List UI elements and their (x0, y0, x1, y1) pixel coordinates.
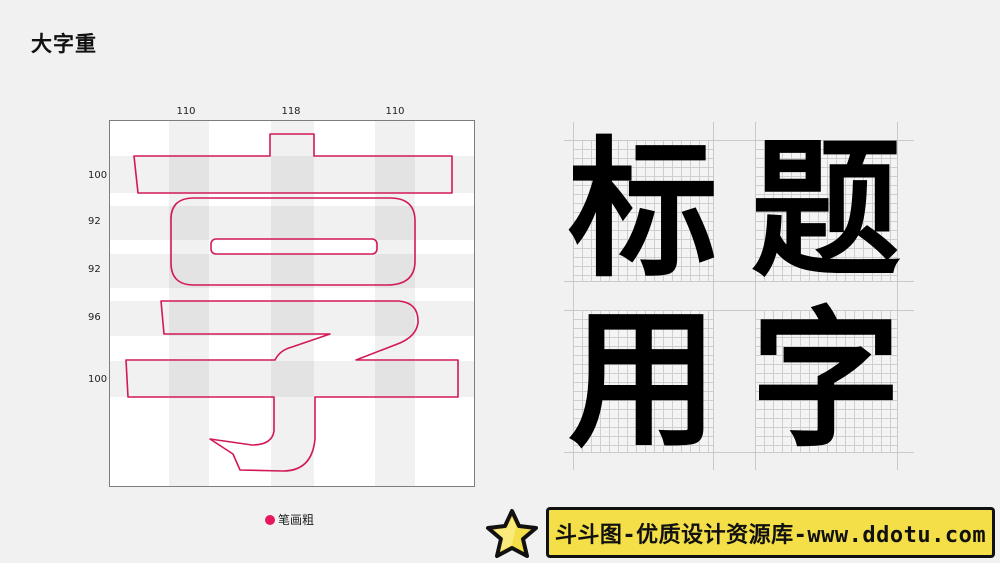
row-height-label: 100 (88, 374, 108, 385)
sample-character-grid: 标 题 用 字 (560, 120, 920, 470)
column-band (271, 121, 314, 486)
row-band (110, 156, 474, 193)
sample-character: 标 (567, 124, 718, 298)
guide-line (713, 122, 714, 470)
legend-dot-icon (265, 514, 275, 525)
grid-cell (755, 140, 897, 281)
guide-line (564, 140, 914, 141)
character-outline-icon (125, 133, 459, 472)
grid-cell (755, 310, 897, 452)
legend-label: 笔画粗 (278, 513, 315, 527)
guide-line (564, 452, 914, 453)
stroke-analysis-box (109, 120, 475, 487)
guide-line (755, 122, 756, 470)
star-icon (486, 509, 538, 558)
row-height-label: 100 (88, 170, 108, 181)
grid-cell (573, 310, 713, 452)
sample-character: 字 (750, 294, 901, 468)
column-width-label: 118 (281, 106, 301, 117)
guide-line (897, 122, 898, 470)
guide-line (564, 281, 914, 282)
sample-character: 题 (750, 124, 901, 298)
guide-line (573, 122, 574, 470)
row-height-label: 92 (88, 216, 101, 227)
row-height-label: 92 (88, 264, 101, 275)
watermark-banner: 斗斗图-优质设计资源库-www.ddotu.com (546, 507, 995, 558)
column-band (169, 121, 209, 486)
row-band (110, 361, 474, 397)
column-width-label: 110 (385, 106, 405, 117)
grid-cell (573, 140, 713, 281)
guide-line (564, 310, 914, 311)
legend: 笔画粗 (265, 511, 314, 528)
sample-character: 用 (567, 294, 718, 468)
row-height-label: 96 (88, 312, 101, 323)
column-width-label: 110 (176, 106, 196, 117)
page-title: 大字重 (31, 32, 97, 56)
